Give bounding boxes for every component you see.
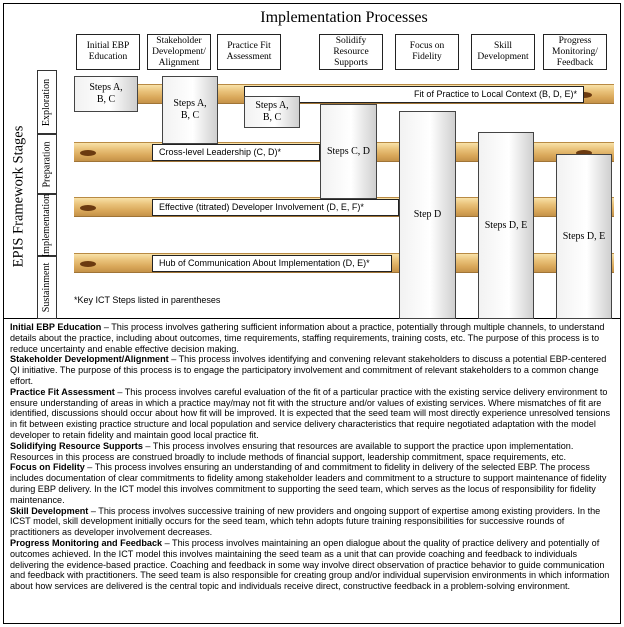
stage-exploration: Exploration — [37, 70, 57, 134]
plank-label-fit-of-practice: Fit of Practice to Local Context (B, D, … — [244, 86, 584, 103]
description-progress-monitoring: Progress Monitoring and Feedback – This … — [10, 537, 610, 592]
plank-label-developer-involvement: Effective (titrated) Developer Involveme… — [152, 199, 399, 216]
description-solidifying-resource-supports: Solidifying Resource Supports – This pro… — [10, 440, 574, 462]
stage-sustainment: Sustainment — [37, 256, 57, 319]
description-focus-on-fidelity: Focus on Fidelity – This process involve… — [10, 462, 607, 505]
stage-preparation: Preparation — [37, 134, 57, 194]
step-box-initial-ebp-education: Steps A, B, C — [74, 76, 138, 112]
process-header-initial-ebp-education: Initial EBP Education — [76, 34, 140, 70]
plank-label-cross-level-leadership: Cross-level Leadership (C, D)* — [152, 144, 320, 161]
description-stakeholder-development: Stakeholder Development/Alignment – This… — [10, 354, 607, 386]
plank-label-hub-of-communication: Hub of Communication About Implementatio… — [152, 255, 392, 272]
figure-frame: Implementation Processes Initial EBP Edu… — [3, 3, 621, 624]
process-header-focus-on-fidelity: Focus on Fidelity — [395, 34, 459, 70]
step-box-practice-fit-assessment: Steps A, B, C — [244, 96, 300, 128]
wood-knot — [576, 92, 592, 98]
epis-framework-label: EPIS Framework Stages — [10, 125, 27, 268]
step-box-skill-development: Steps D, E — [478, 132, 534, 319]
implementation-diagram: Implementation Processes Initial EBP Edu… — [4, 4, 620, 319]
description-practice-fit-assessment: Practice Fit Assessment – This process i… — [10, 386, 610, 440]
process-descriptions: Initial EBP Education – This process inv… — [10, 322, 616, 592]
wood-knot — [80, 261, 96, 267]
process-header-solidify-resource-supports: Solidify Resource Supports — [319, 34, 383, 70]
step-box-solidify-resource-supports: Steps C, D — [320, 104, 377, 199]
stage-implementation: Implementation — [37, 193, 57, 257]
wood-knot — [576, 150, 592, 156]
step-box-progress-monitoring: Steps D, E — [556, 154, 612, 319]
process-header-skill-development: Skill Development — [471, 34, 535, 70]
description-initial-ebp-education: Initial EBP Education – This process inv… — [10, 322, 605, 354]
wood-knot — [80, 205, 96, 211]
step-box-focus-on-fidelity: Step D — [399, 111, 456, 319]
key-note: *Key ICT Steps listed in parentheses — [74, 295, 221, 305]
diagram-title: Implementation Processes — [260, 9, 428, 26]
description-skill-development: Skill Development – This process involve… — [10, 505, 601, 538]
process-header-practice-fit-assessment: Practice Fit Assessment — [217, 34, 281, 70]
wood-knot — [80, 150, 96, 156]
step-box-stakeholder-development: Steps A, B, C — [162, 76, 218, 144]
process-header-stakeholder-development: Stakeholder Development/ Alignment — [147, 34, 211, 70]
process-header-progress-monitoring: Progress Monitoring/ Feedback — [543, 34, 607, 70]
